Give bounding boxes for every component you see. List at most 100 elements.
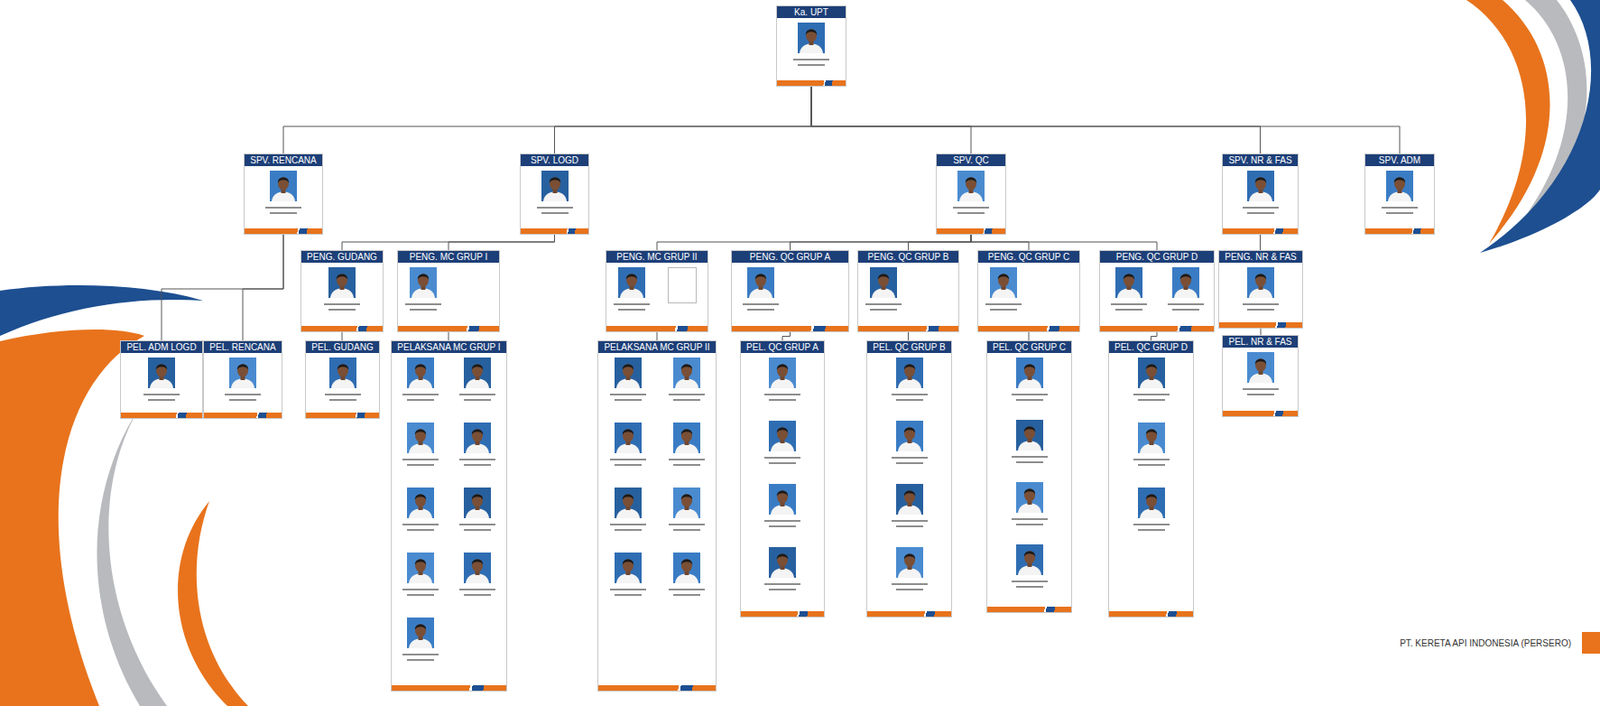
org-connector bbox=[242, 234, 284, 341]
portrait-photo bbox=[1016, 544, 1044, 575]
name-line bbox=[764, 393, 801, 396]
photo-grid bbox=[858, 265, 959, 326]
id-line bbox=[673, 528, 701, 531]
portrait-photo bbox=[463, 422, 491, 454]
person-entry bbox=[1106, 265, 1152, 320]
card-title: PEL. QC GRUP C bbox=[987, 341, 1072, 353]
name-line bbox=[1133, 458, 1170, 461]
card-title: PEL. QC GRUP A bbox=[740, 341, 824, 353]
person-entry bbox=[1128, 485, 1175, 540]
portrait-photo bbox=[1247, 267, 1275, 298]
name-line bbox=[224, 393, 261, 396]
portrait-photo bbox=[1247, 351, 1275, 383]
photo-grid bbox=[520, 168, 589, 229]
photo-grid bbox=[1100, 265, 1214, 326]
org-card: PEL. QC GRUP C bbox=[986, 340, 1073, 613]
name-line bbox=[536, 206, 574, 209]
name-line bbox=[143, 393, 180, 396]
id-line bbox=[768, 525, 796, 528]
id-line bbox=[147, 398, 176, 401]
person-entry bbox=[609, 265, 655, 320]
portrait-photo bbox=[869, 267, 898, 298]
person-entry bbox=[605, 550, 651, 605]
card-stripe bbox=[740, 610, 824, 617]
id-line bbox=[406, 398, 435, 401]
card-title: PEL. NR & FAS bbox=[1222, 335, 1298, 348]
card-title: SPV. RENCANA bbox=[244, 154, 323, 167]
photo-grid bbox=[1222, 350, 1298, 411]
person-entry bbox=[532, 168, 578, 223]
id-line bbox=[1137, 398, 1166, 401]
card-stripe bbox=[987, 606, 1072, 612]
name-line bbox=[985, 303, 1022, 306]
org-connector bbox=[907, 332, 909, 341]
card-title: SPV. ADM bbox=[1365, 154, 1434, 167]
person-entry bbox=[759, 545, 805, 600]
person-entry bbox=[319, 265, 365, 320]
card-stripe bbox=[1222, 228, 1298, 234]
person-entry bbox=[400, 265, 446, 320]
photo-grid bbox=[203, 355, 282, 413]
photo-grid bbox=[731, 265, 849, 326]
person-entry bbox=[260, 168, 306, 223]
org-card: PEL. ADM LOGD bbox=[120, 340, 204, 419]
name-line bbox=[668, 458, 705, 461]
id-line bbox=[541, 212, 569, 214]
card-title: PEL. QC GRUP B bbox=[867, 341, 952, 353]
photo-grid bbox=[740, 355, 824, 609]
card-title: PELAKSANA MC GRUP I bbox=[391, 341, 507, 353]
person-entry bbox=[397, 550, 444, 605]
card-stripe bbox=[305, 412, 380, 418]
portrait-photo bbox=[768, 483, 796, 515]
portrait-photo bbox=[406, 552, 435, 583]
org-connector bbox=[656, 234, 972, 250]
org-connector bbox=[656, 332, 658, 341]
id-line bbox=[406, 528, 435, 531]
org-card: SPV. ADM bbox=[1364, 153, 1435, 235]
portrait-photo bbox=[768, 420, 796, 452]
photo-grid bbox=[397, 265, 500, 326]
portrait-photo bbox=[328, 267, 356, 298]
id-line bbox=[463, 398, 491, 401]
org-card: PENG. QC GRUP D bbox=[1099, 249, 1215, 333]
card-stripe bbox=[867, 610, 952, 617]
person-entry bbox=[1007, 480, 1053, 535]
name-line bbox=[402, 653, 439, 656]
id-line bbox=[406, 463, 435, 466]
portrait-photo bbox=[797, 22, 825, 54]
person-entry bbox=[860, 265, 907, 320]
org-card: Ka. UPT bbox=[776, 5, 847, 87]
person-entry bbox=[397, 485, 444, 540]
card-title: PEL. GUDANG bbox=[305, 341, 380, 353]
name-line bbox=[265, 206, 302, 209]
id-line bbox=[768, 398, 796, 401]
portrait-photo bbox=[1137, 422, 1166, 454]
id-line bbox=[269, 212, 297, 214]
name-line bbox=[610, 588, 647, 591]
portrait-photo bbox=[1386, 170, 1414, 202]
person-entry bbox=[454, 550, 500, 605]
org-card: PEL. GUDANG bbox=[305, 340, 380, 419]
card-title: PENG. QC GRUP B bbox=[858, 250, 959, 263]
org-connector bbox=[448, 332, 450, 341]
card-stripe bbox=[606, 325, 708, 332]
id-line bbox=[618, 308, 646, 311]
photo-grid bbox=[606, 265, 708, 326]
person-entry bbox=[1007, 355, 1053, 410]
card-stripe bbox=[936, 228, 1006, 234]
id-line bbox=[896, 398, 924, 401]
card-title: PENG. MC GRUP II bbox=[606, 250, 708, 263]
name-line bbox=[405, 303, 442, 306]
id-line bbox=[673, 593, 701, 596]
card-title: PENG. GUDANG bbox=[301, 250, 383, 263]
portrait-photo bbox=[896, 483, 924, 515]
org-card: PENG. GUDANG bbox=[300, 249, 384, 333]
card-stripe bbox=[776, 80, 846, 86]
person-entry bbox=[887, 481, 933, 537]
portrait-photo bbox=[1172, 267, 1200, 298]
portrait-photo bbox=[1016, 419, 1044, 451]
portrait-photo bbox=[1247, 170, 1275, 202]
id-line bbox=[957, 212, 985, 214]
person-entry bbox=[397, 615, 444, 670]
portrait-photo bbox=[673, 487, 701, 518]
